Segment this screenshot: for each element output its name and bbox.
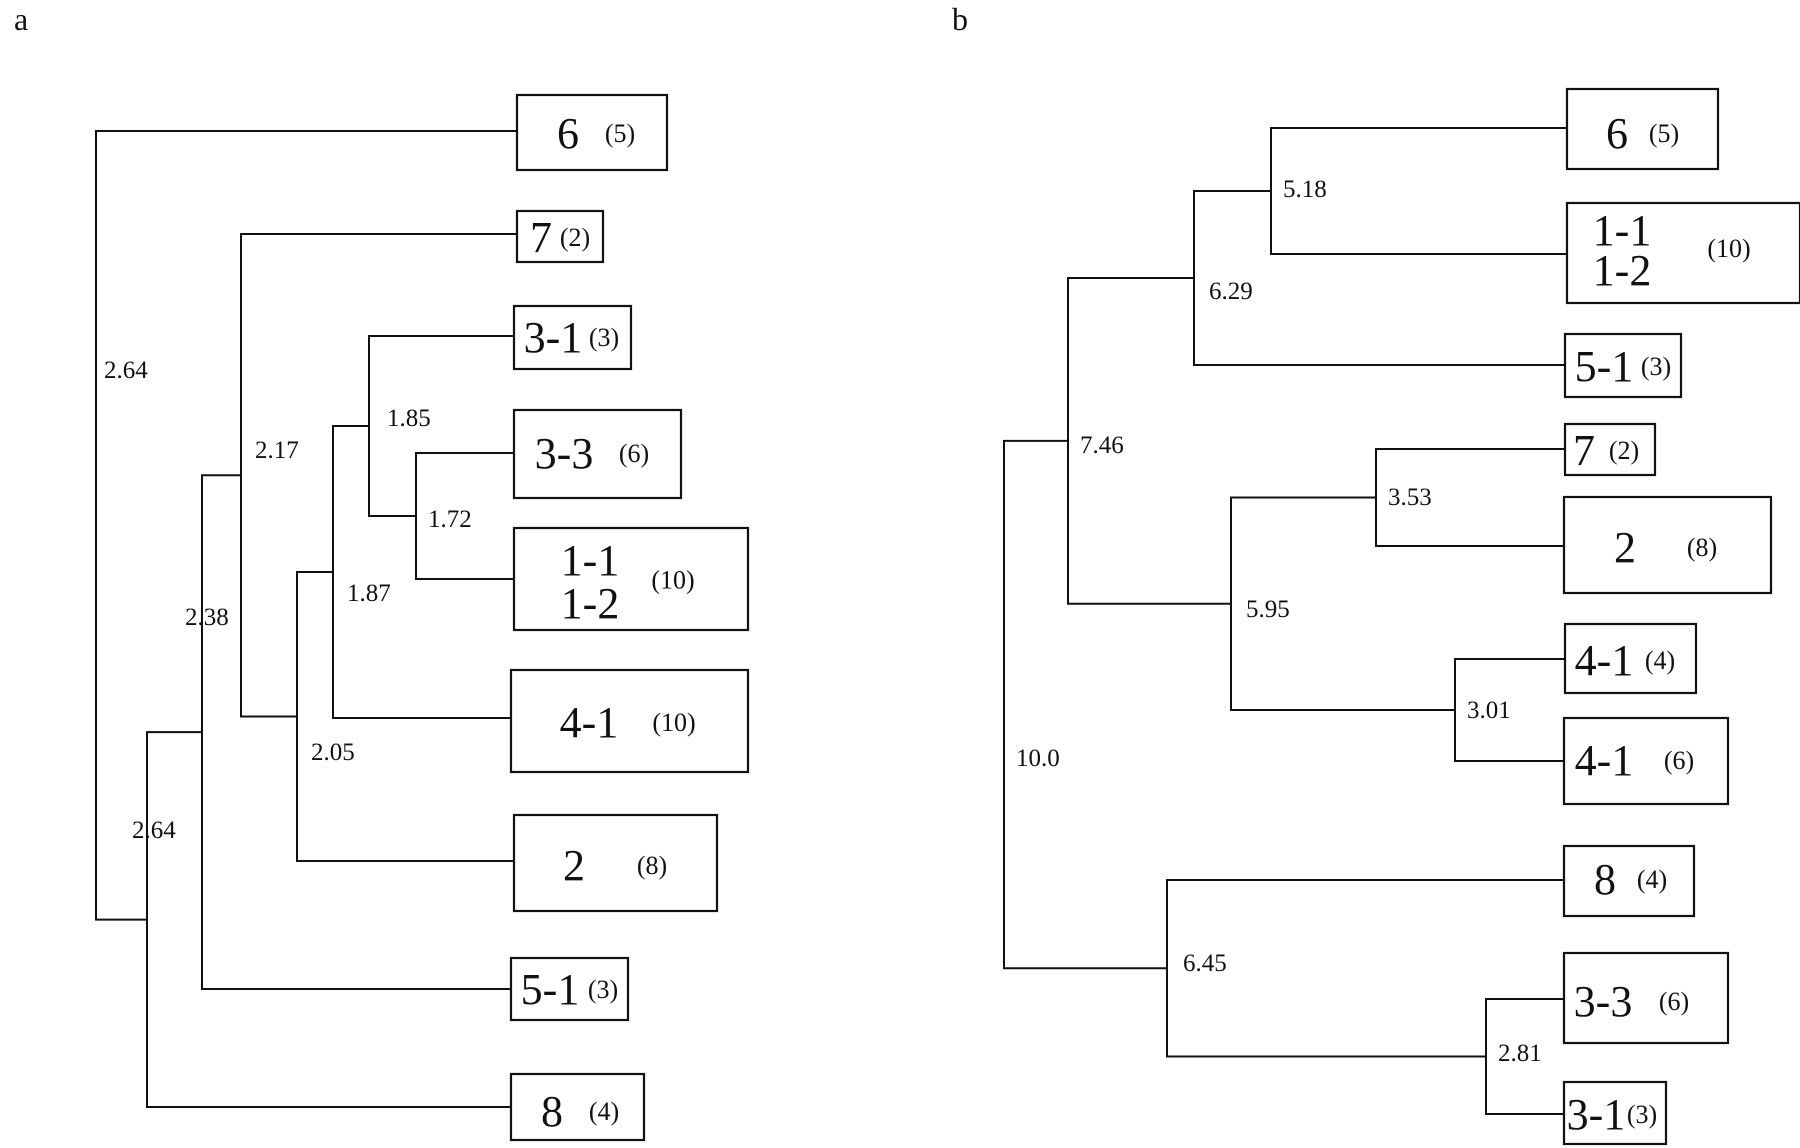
panel-b-join-label-4: 5.95 <box>1246 596 1290 623</box>
panel-b-branch-8 <box>1003 439 1167 970</box>
panel-b-leaf-box-1 <box>1565 201 1800 305</box>
panel-a-join-label-6: 2.64 <box>132 817 176 844</box>
panel-b-leaf-box-9 <box>1562 1080 1668 1146</box>
panel-a-leaf-count-2: (3) <box>589 323 619 352</box>
panel-b-leaf-name-1-1: 1-2 <box>1593 246 1652 295</box>
panel-b-leaf-box-0 <box>1565 87 1720 171</box>
panel-a-join-label-5: 2.38 <box>185 604 229 631</box>
panel-b-leaf-name-7: 8 <box>1594 855 1616 904</box>
panel-b-join-label-8: 10.0 <box>1016 745 1060 772</box>
panel-a-leaf-name-1: 7 <box>530 213 552 262</box>
panel-b-leaf-count-5: (4) <box>1645 646 1675 675</box>
panel-b-leaf-name-8: 3-3 <box>1574 977 1633 1026</box>
panel-a-branch-7 <box>95 130 517 921</box>
panel-a-leaf-count-0: (5) <box>605 119 635 148</box>
panel-a-leaf-name-0: 6 <box>557 109 579 158</box>
panel-a-leaf-count-8: (4) <box>589 1097 619 1126</box>
panel-a-label: a <box>14 1 28 37</box>
panel-b-leaf-box-4 <box>1562 495 1773 595</box>
panel-b-join-label-5: 7.46 <box>1080 432 1124 459</box>
panel-b-leaf-box-8 <box>1562 951 1730 1045</box>
panel-a-leaf-box-0 <box>515 93 669 172</box>
panel-b-leaf-count-6: (6) <box>1664 746 1694 775</box>
panel-b-leaf-count-7: (4) <box>1637 865 1667 894</box>
panel-b-leaf-box-2 <box>1563 332 1683 399</box>
panel-a-leaf-box-5 <box>509 668 750 774</box>
panel-a-branch-4 <box>240 233 517 718</box>
panel-b-join-label-0: 5.18 <box>1283 176 1327 203</box>
panel-a-leaf-count-3: (6) <box>619 439 649 468</box>
panel-a-join-label-4: 2.17 <box>255 437 299 464</box>
panel-b-join-label-7: 6.45 <box>1183 950 1227 977</box>
panel-a-branch-3 <box>296 571 514 862</box>
panel-b-leaf-count-8: (6) <box>1659 987 1689 1016</box>
panel-b-leaf-name-2: 5-1 <box>1575 342 1634 391</box>
panel-b-join-label-1: 6.29 <box>1209 278 1253 305</box>
panel-a-leaf-name-4-1: 1-2 <box>561 579 620 628</box>
panel-b-leaf-count-1: (10) <box>1707 234 1750 263</box>
panel-b-leaf-box-6 <box>1562 716 1730 806</box>
panel-b-join-label-2: 3.53 <box>1388 484 1432 511</box>
panel-b-leaf-box-7 <box>1562 844 1696 918</box>
panel-b-leaf-name-5: 4-1 <box>1575 636 1634 685</box>
panel-a-leaf-name-6: 2 <box>563 841 585 890</box>
panel-a-join-label-7: 2.64 <box>104 357 148 384</box>
panel-a-join-label-3: 2.05 <box>311 739 355 766</box>
panel-b-leaf-name-0: 6 <box>1606 109 1628 158</box>
panel-b-leaf-name-4: 2 <box>1614 523 1636 572</box>
panel-a-leaf-count-4: (10) <box>651 566 694 595</box>
panel-b-join-label-6: 2.81 <box>1498 1040 1542 1067</box>
panel-b-join-label-3: 3.01 <box>1467 697 1511 724</box>
panel-a-leaf-name-5: 4-1 <box>560 698 619 747</box>
panel-a-branch-2 <box>332 425 511 719</box>
panel-b-leaf-name-6: 4-1 <box>1575 736 1634 785</box>
panel-a-branch-5 <box>201 474 511 990</box>
panel-b-leaf-name-3: 7 <box>1573 426 1595 475</box>
panel-b-leaf-name-9: 3-1 <box>1567 1090 1626 1139</box>
panel-a-leaf-box-8 <box>509 1072 646 1142</box>
panel-a-leaf-name-8: 8 <box>541 1087 563 1136</box>
panel-a-leaf-name-7: 5-1 <box>521 965 580 1014</box>
panel-b-leaf-box-5 <box>1563 622 1698 695</box>
panel-b-label: b <box>952 1 968 37</box>
panel-a-leaf-box-2 <box>512 304 633 371</box>
panel-b-leaf-name-1-0: 1-1 <box>1593 206 1652 255</box>
panel-a-leaf-box-6 <box>512 813 719 913</box>
panel-a-leaf-count-5: (10) <box>652 708 695 737</box>
panel-a-leaf-box-1 <box>515 209 605 264</box>
panel-a-leaf-box-4 <box>512 526 750 632</box>
panel-a-join-label-1: 1.85 <box>387 405 431 432</box>
panel-b-leaf-box-3 <box>1563 422 1657 477</box>
panel-a-leaf-name-3: 3-3 <box>535 429 594 478</box>
panel-b-leaf-count-3: (2) <box>1609 436 1639 465</box>
panel-a-leaf-name-4-0: 1-1 <box>561 536 620 585</box>
panel-a-leaf-name-2: 3-1 <box>524 313 583 362</box>
panel-a-leaf-count-7: (3) <box>588 975 618 1004</box>
panel-a-leaf-count-6: (8) <box>637 851 667 880</box>
panel-a-join-label-0: 1.72 <box>428 506 472 533</box>
panel-b-leaf-count-9: (3) <box>1627 1100 1657 1129</box>
panel-a-leaf-count-1: (2) <box>560 223 590 252</box>
panel-b-leaf-count-4: (8) <box>1687 533 1717 562</box>
panel-a-leaf-box-3 <box>512 408 683 500</box>
panel-a-join-label-2: 1.87 <box>347 580 391 607</box>
panel-a-leaf-box-7 <box>509 956 630 1022</box>
panel-b-leaf-count-0: (5) <box>1649 119 1679 148</box>
panel-b-leaf-count-2: (3) <box>1641 352 1671 381</box>
